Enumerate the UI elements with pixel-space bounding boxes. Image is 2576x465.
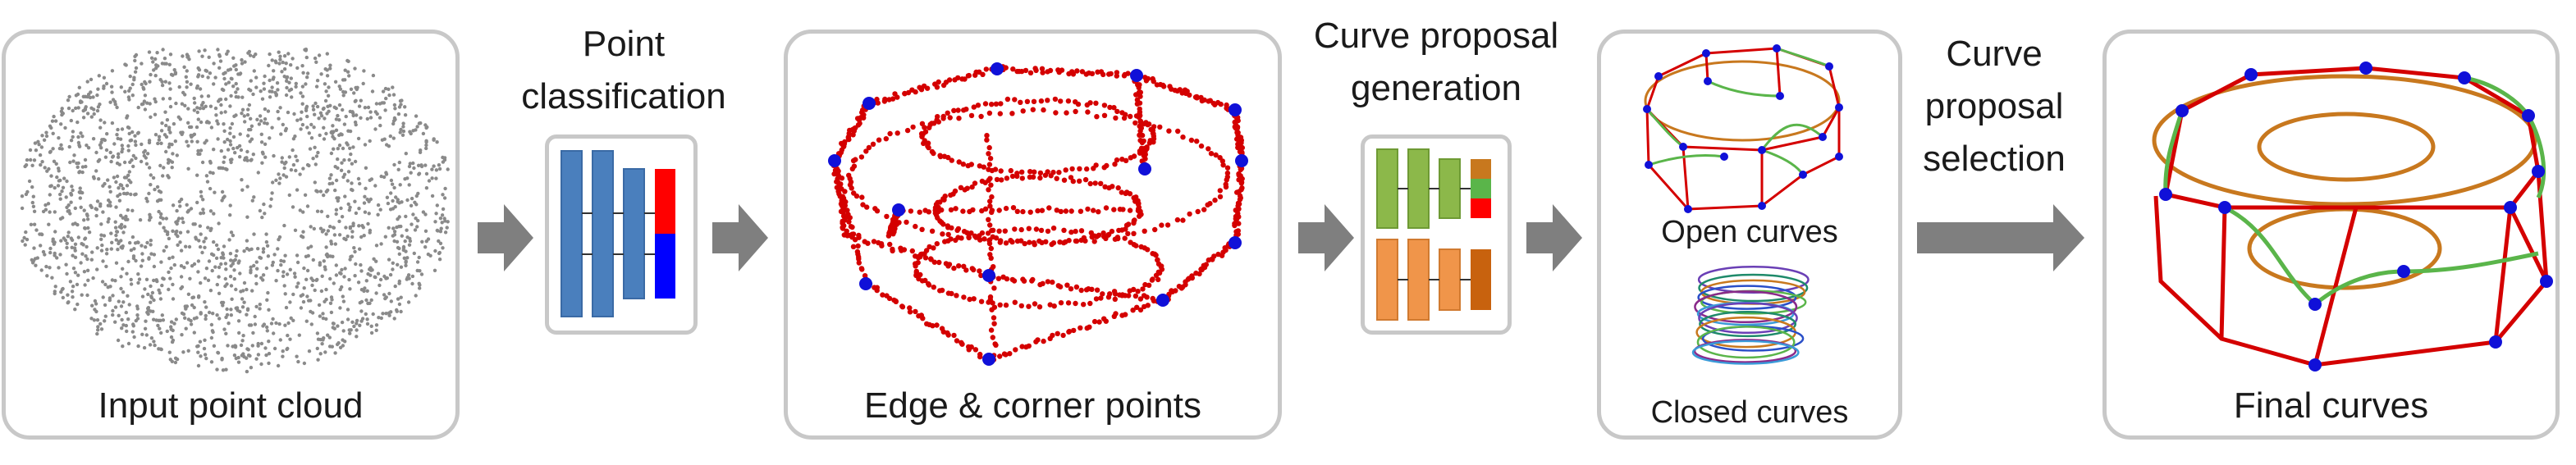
open-curves-caption: Open curves <box>1661 215 1838 249</box>
arrow-right-icon <box>712 204 768 271</box>
input-point-cloud-panel <box>2 30 460 440</box>
classification-network-box <box>545 134 698 335</box>
curve-proposal-generation-line2: generation <box>1351 68 1521 108</box>
edge-corner-points-panel <box>784 30 1282 440</box>
curve-proposal-generation-label: Curve proposal generation <box>1280 10 1592 115</box>
closed-curves-image <box>1691 266 1810 365</box>
closed-curves-caption: Closed curves <box>1650 395 1849 430</box>
final-curves-panel <box>2102 30 2560 440</box>
final-curves-image <box>2152 62 2553 372</box>
final-curves-caption: Final curves <box>2233 385 2429 426</box>
point-classification-label: Point classification <box>501 18 747 123</box>
point-classification-line2: classification <box>521 76 726 116</box>
curve-proposal-selection-line3: selection <box>1923 139 2066 179</box>
edge-corner-points-caption: Edge & corner points <box>864 385 1201 426</box>
open-curves-image <box>1643 44 1843 213</box>
curve-proposal-generation-line1: Curve proposal <box>1313 16 1559 56</box>
curve-proposal-selection-line1: Curve <box>1946 34 2043 74</box>
arrow-right-icon <box>478 204 533 271</box>
point-cloud-image <box>20 48 450 374</box>
input-point-cloud-caption: Input point cloud <box>98 385 364 426</box>
generation-network-box <box>1361 134 1512 335</box>
classification-network-icon <box>560 150 675 317</box>
point-classification-line1: Point <box>582 24 666 64</box>
arrow-right-icon <box>1298 204 1354 271</box>
arrow-right-icon <box>1917 204 2084 271</box>
edge-corner-points-image <box>828 62 1248 366</box>
curve-proposal-selection-line2: proposal <box>1924 86 2064 126</box>
generation-network-icon <box>1376 148 1491 321</box>
arrow-right-icon <box>1526 204 1582 271</box>
curve-proposal-selection-label: Curve proposal selection <box>1912 28 2076 185</box>
curve-proposals-panel <box>1597 30 1902 440</box>
